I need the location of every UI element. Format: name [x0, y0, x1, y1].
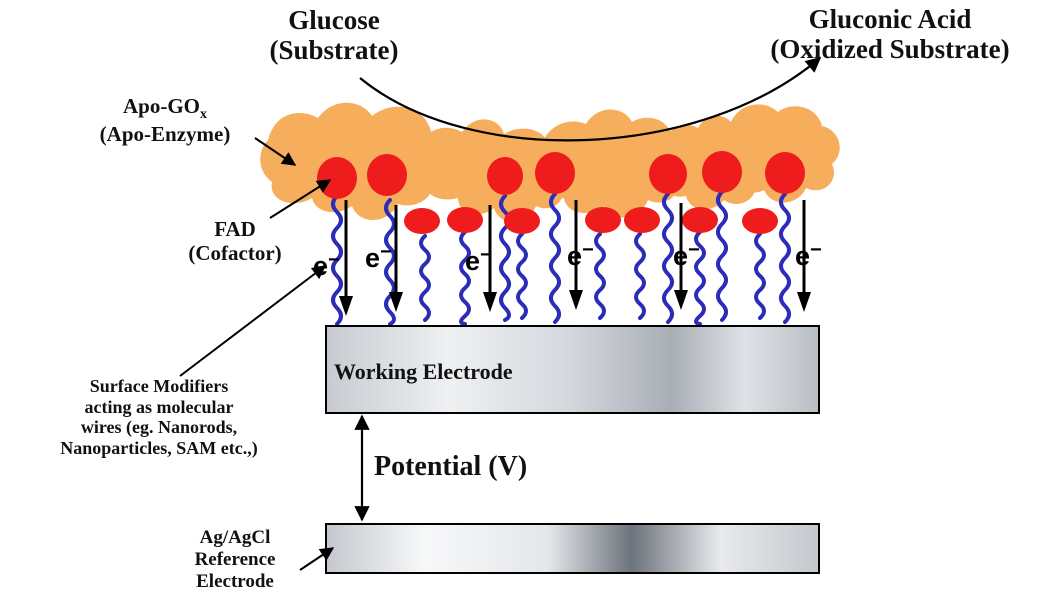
fad-title: FAD	[214, 217, 256, 241]
modifiers-pointer	[179, 265, 327, 377]
electron-symbol: e	[465, 246, 481, 276]
fad-ellipse	[624, 207, 660, 233]
fad-ellipse	[585, 207, 621, 233]
modifiers-line: Nanoparticles, SAM etc.,)	[60, 438, 258, 459]
electron-charge: −	[480, 244, 492, 266]
electron-symbol: e	[567, 241, 583, 271]
gluconic-acid-title: Gluconic Acid	[808, 4, 972, 34]
reference-line: Ag/AgCl	[199, 527, 271, 548]
gluconic-acid-label: Gluconic Acid (Oxidized Substrate)	[740, 4, 1040, 64]
molecular-wire	[694, 230, 706, 326]
electron-symbol: e	[365, 243, 381, 273]
molecular-wire	[634, 232, 646, 320]
molecular-wire	[549, 192, 561, 324]
glucose-title: Glucose	[288, 5, 380, 35]
electron-charge: −	[688, 239, 700, 261]
fad-ellipse	[447, 207, 483, 233]
molecular-wire	[754, 232, 766, 320]
apo-gox-pointer	[254, 137, 297, 166]
fad-circle	[649, 154, 687, 194]
reference-electrode-label: Ag/AgCl Reference Electrode	[160, 527, 310, 593]
fad-circle	[317, 157, 357, 199]
reference-pointer	[299, 547, 335, 571]
apo-gox-label: Apo-GOx (Apo-Enzyme)	[60, 94, 270, 146]
glucose-subtitle: (Substrate)	[269, 35, 399, 66]
electron-arrow	[674, 203, 688, 310]
molecular-wires	[331, 190, 791, 326]
electron-arrows	[339, 200, 811, 316]
fad-circle	[702, 151, 742, 193]
electron-charge: −	[582, 239, 594, 261]
electron-arrow	[339, 200, 353, 316]
glucose-label: Glucose (Substrate)	[244, 5, 424, 65]
apo-gox-subscript: x	[200, 107, 207, 123]
enzyme-blob	[530, 109, 686, 218]
electron-symbol: e	[795, 241, 811, 271]
molecular-wire	[331, 194, 343, 326]
gluconic-acid-subtitle: (Oxidized Substrate)	[770, 34, 1010, 65]
working-electrode-label: Working Electrode	[334, 359, 513, 384]
molecular-wire	[459, 230, 471, 326]
potential-label: Potential (V)	[374, 451, 528, 482]
electron-arrow	[797, 200, 811, 312]
electron-symbol: e	[673, 241, 689, 271]
electron-charge: −	[810, 239, 822, 261]
reference-line: Reference	[194, 548, 276, 570]
surface-modifiers-label: Surface Modifiers acting as molecular wi…	[0, 376, 318, 459]
fad-ellipse	[504, 208, 540, 234]
fad-circle	[765, 152, 805, 194]
fad-circle	[535, 152, 575, 194]
working-electrode	[325, 325, 820, 414]
electron-arrow	[389, 205, 403, 312]
electron-charge: −	[328, 249, 340, 271]
electron-charge: −	[380, 241, 392, 263]
fad-label: FAD (Cofactor)	[160, 217, 310, 265]
molecular-wire	[662, 192, 674, 324]
electron-label: e−	[567, 240, 594, 270]
modifiers-line: wires (eg. Nanorods,	[80, 417, 238, 438]
electron-label: e−	[795, 240, 822, 270]
electron-symbol: e	[313, 251, 329, 281]
molecular-wire	[516, 232, 528, 320]
fad-ellipse	[682, 207, 718, 233]
reference-electrode	[325, 523, 820, 574]
fad-circle	[367, 154, 407, 196]
molecular-wire	[419, 234, 431, 322]
apo-enzyme-subtitle: (Apo-Enzyme)	[99, 121, 231, 146]
fad-ellipse	[742, 208, 778, 234]
electron-arrow	[569, 200, 583, 310]
reference-line: Electrode	[196, 570, 274, 592]
fad-cofactors	[317, 151, 805, 234]
fad-subtitle: (Cofactor)	[188, 240, 282, 265]
electron-label: e−	[465, 245, 492, 275]
apo-gox-title: Apo-GO	[122, 94, 200, 118]
molecular-wire	[779, 192, 791, 324]
electron-arrow	[483, 205, 497, 312]
fad-ellipse	[404, 208, 440, 234]
electron-label: e−	[365, 242, 392, 272]
oxidation-arrow	[359, 57, 822, 142]
fad-circle	[487, 157, 523, 195]
molecular-wire	[716, 190, 728, 322]
electron-label: e−	[673, 240, 700, 270]
fad-pointer	[269, 179, 332, 219]
electron-label: e−	[313, 250, 340, 280]
molecular-wire	[594, 232, 606, 320]
modifiers-line: acting as molecular	[84, 396, 234, 417]
modifiers-line: Surface Modifiers	[89, 376, 229, 396]
molecular-wire	[384, 198, 396, 326]
